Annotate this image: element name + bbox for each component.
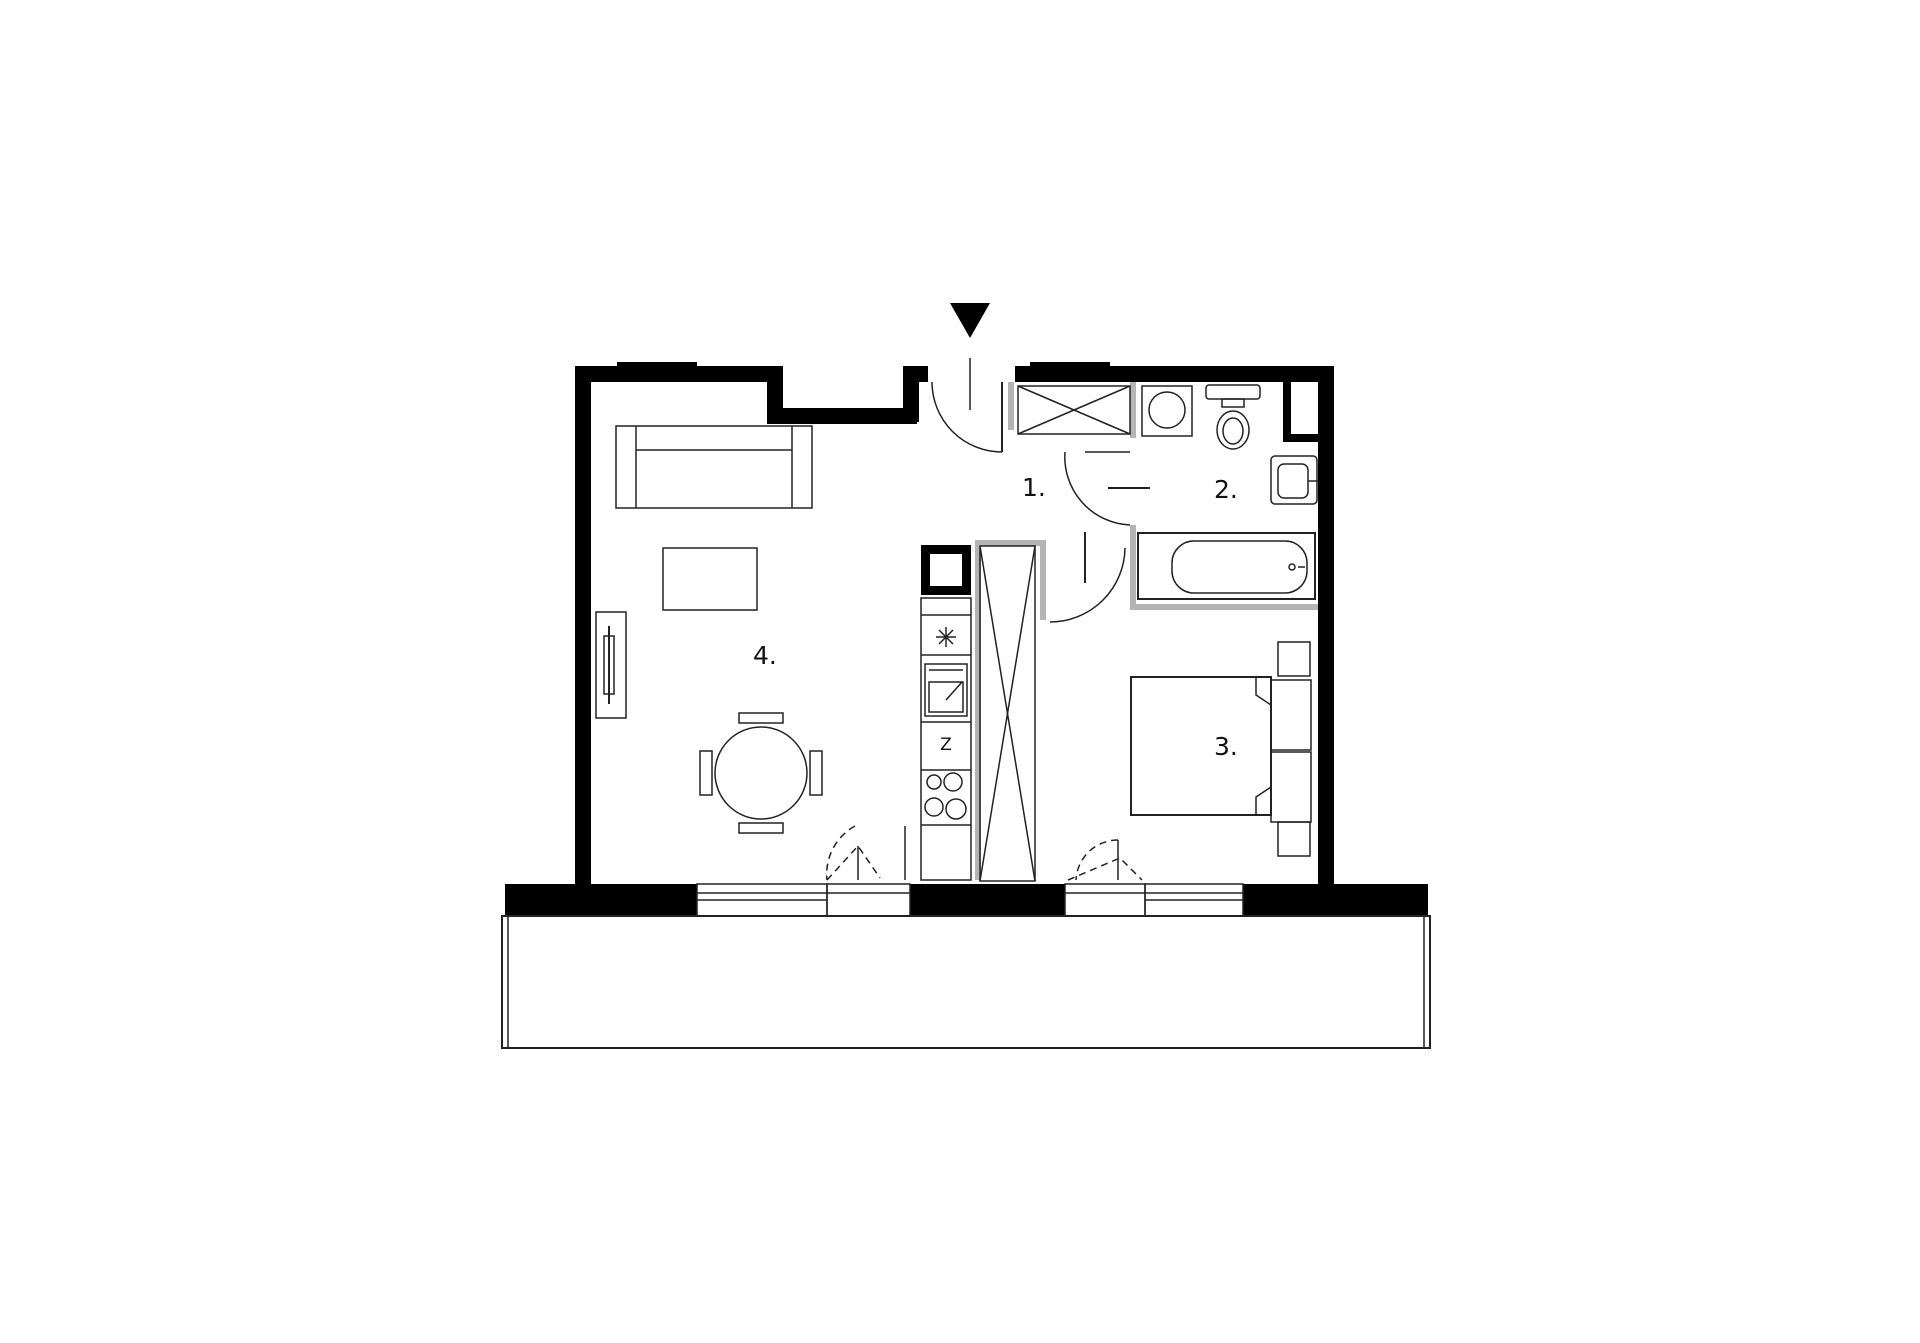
bed-icon [1130,676,1272,816]
balcony [501,915,1431,1049]
hall-wardrobe [1017,385,1131,435]
kitchen-shaft [921,545,971,595]
cooktop-icon [924,772,967,820]
bathroom-door [1064,451,1150,526]
tv-unit [595,611,627,719]
kitchen-counter [920,597,972,881]
kitchen-sink-icon [924,663,968,717]
washbasin-icon [1270,455,1318,505]
room-label-3: 3. [1214,732,1238,761]
snowflake-icon [936,627,956,647]
balcony-door-living [825,825,906,881]
entrance-door [931,381,1003,453]
pantry-wardrobe [979,545,1036,882]
toilet-icon [1205,384,1261,450]
sofa-icon [615,425,813,509]
nightstands [1270,641,1312,857]
balcony-door-bedroom [1067,839,1143,881]
bathtub-icon [1137,532,1316,600]
coffee-table [662,547,758,611]
dining-table [699,712,823,834]
exterior-walls [505,362,1428,916]
internal-partitions [975,382,1318,880]
entrance-arrow-icon [950,303,990,338]
room-label-4: 4. [753,641,777,670]
fridge-label: Z [940,735,952,755]
hall-door-bedroom [1049,532,1126,623]
washing-machine [1141,385,1193,437]
room-label-2: 2. [1214,475,1238,504]
room-label-1: 1. [1022,473,1046,502]
